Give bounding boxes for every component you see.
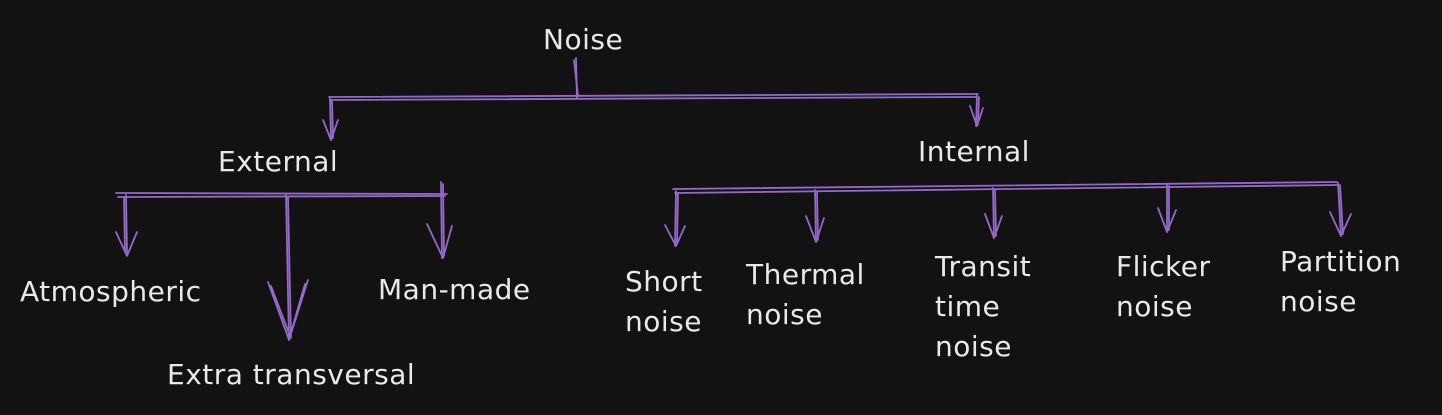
root-connector bbox=[328, 57, 979, 101]
node-man-made: Man-made bbox=[378, 273, 531, 306]
arrow-to-extra-transversal bbox=[267, 194, 309, 341]
node-thermal-noise: Thermal noise bbox=[746, 255, 865, 335]
node-short-noise: Short noise bbox=[625, 262, 703, 342]
node-external: External bbox=[218, 145, 339, 178]
arrow-to-internal bbox=[969, 94, 984, 127]
node-short-noise-line-2: noise bbox=[625, 305, 702, 338]
arrow-to-thermal-noise bbox=[805, 189, 825, 243]
internal-connector bbox=[672, 181, 1340, 194]
node-thermal-noise-line-1: Thermal bbox=[746, 258, 865, 291]
arrow-to-short-noise bbox=[664, 190, 686, 247]
node-flicker-noise-line-2: noise bbox=[1116, 290, 1193, 323]
node-flicker-noise: Flicker noise bbox=[1116, 247, 1211, 327]
node-partition-noise: Partition noise bbox=[1280, 242, 1401, 322]
node-transit-time-noise-line-1: Transit bbox=[935, 250, 1032, 283]
node-atmospheric: Atmospheric bbox=[20, 275, 202, 308]
node-transit-time-noise-line-2: time bbox=[935, 290, 1001, 323]
arrow-to-partition-noise bbox=[1329, 182, 1352, 237]
node-partition-noise-line-1: Partition bbox=[1280, 245, 1402, 278]
node-partition-noise-line-2: noise bbox=[1280, 285, 1357, 318]
node-extra-transversal: Extra transversal bbox=[167, 358, 416, 391]
node-flicker-noise-line-1: Flicker bbox=[1116, 250, 1211, 283]
arrow-to-flicker-noise bbox=[1157, 183, 1177, 233]
arrow-to-atmospheric bbox=[115, 194, 138, 257]
node-thermal-noise-line-2: noise bbox=[746, 298, 823, 331]
arrow-to-man-made bbox=[426, 181, 453, 259]
external-connector bbox=[115, 192, 448, 198]
node-transit-time-noise: Transit time noise bbox=[935, 247, 1031, 367]
node-short-noise-line-1: Short bbox=[625, 265, 703, 298]
root-node-noise: Noise bbox=[543, 23, 624, 56]
arrow-to-transit-time-noise bbox=[984, 187, 1003, 239]
node-transit-time-noise-line-3: noise bbox=[935, 330, 1012, 363]
node-internal: Internal bbox=[918, 135, 1030, 168]
arrow-to-external bbox=[322, 97, 339, 141]
